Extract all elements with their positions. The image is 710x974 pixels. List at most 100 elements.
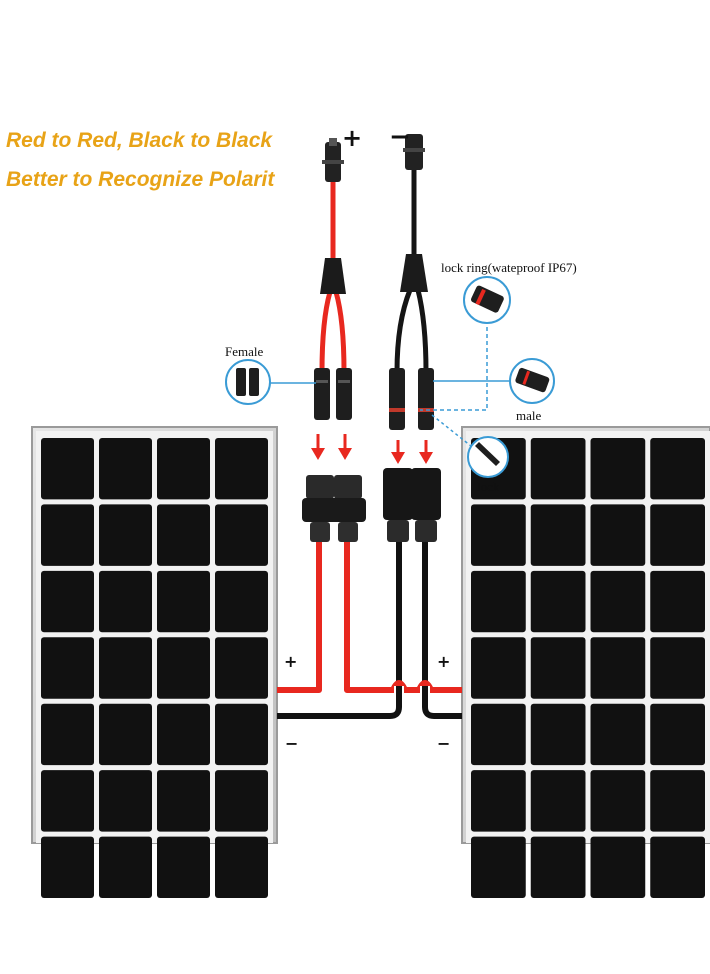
callout-lines [268,306,510,451]
left-panel-cells [41,438,268,898]
solar-cell [215,770,268,832]
headline-line-1: Red to Red, Black to Black [6,129,273,152]
lock-label: lock [477,479,500,494]
solar-cell [157,836,210,898]
female-label: Female [225,344,264,359]
solar-cell [99,770,152,832]
solar-cell [471,637,526,699]
arrow-down-icon [311,434,325,460]
solar-cell [530,703,586,766]
negative-y-junction [400,254,428,292]
solar-cell [530,637,586,699]
solar-cell [41,836,94,898]
solar-cell [590,770,646,832]
male-label: male [516,408,542,423]
panel-female-connectors [302,475,366,542]
positive-wire-left [277,540,322,693]
solar-cell [215,836,268,898]
positive-branch-right [333,291,347,373]
solar-cell [650,770,705,832]
solar-cell [215,637,268,699]
male-connector-1 [389,368,405,430]
lock-ring-label: lock ring(wateproof IP67) [441,260,577,275]
female-zoom-bubble [225,359,271,405]
left-panel-negative-sign: − [285,734,299,753]
solar-cell [215,703,268,766]
lock-zoom-bubble [467,436,509,478]
right-panel-negative-sign: − [437,734,451,753]
solar-cell [157,438,210,500]
lock-ring-zoom-bubble [463,276,511,324]
solar-cell [590,836,646,898]
solar-cell [590,438,646,500]
arrow-down-icon [338,434,352,460]
solar-cell [471,836,526,898]
solar-cell [215,570,268,633]
solar-cell [215,438,268,500]
y-branch-cables [319,168,429,373]
panel-wiring [277,540,462,719]
solar-cell [650,836,705,898]
solar-cell [41,637,94,699]
left-solar-panel [31,426,278,898]
solar-cell [215,504,268,566]
negative-terminal-sign: − [389,122,411,152]
solar-cell [471,703,526,766]
negative-branch-left [394,289,413,373]
solar-cell [650,637,705,699]
negative-top-connector [403,134,425,170]
solar-cell [157,504,210,566]
female-connector-1 [314,368,330,420]
solar-cell [650,703,705,766]
solar-cell [530,836,586,898]
arrow-down-icon [419,440,433,464]
solar-cell [590,570,646,633]
solar-cell [157,770,210,832]
solar-cell [157,637,210,699]
solar-cell [99,504,152,566]
headline-line-2: Better to Recognize Polarit [6,168,275,191]
solar-cell [590,637,646,699]
solar-cell [99,637,152,699]
solar-cell [650,570,705,633]
negative-branch-right [415,289,429,373]
solar-cell [41,438,94,500]
female-connector-2 [336,368,352,420]
left-panel-positive-sign: + [284,652,298,671]
negative-wire-left [277,540,402,719]
positive-terminal-sign: + [342,124,363,152]
solar-cell [157,703,210,766]
solar-cell [41,770,94,832]
solar-cell [590,504,646,566]
solar-cell [530,438,586,500]
solar-cell [41,570,94,633]
right-solar-panel [461,426,710,898]
solar-cell [99,570,152,633]
solar-cell [590,703,646,766]
solar-cell [99,703,152,766]
solar-cell [650,504,705,566]
positive-branch-left [319,291,333,373]
solar-cell [157,570,210,633]
positive-top-connector [322,138,344,182]
positive-y-junction [320,258,346,294]
solar-cell [471,504,526,566]
solar-cell [99,836,152,898]
arrow-down-icon [391,440,405,464]
solar-cell [41,504,94,566]
panel-male-connectors [383,468,441,542]
solar-cell [530,770,586,832]
solar-cell [471,770,526,832]
insert-arrows [311,434,433,464]
male-connector-2 [418,368,434,430]
solar-cell [471,570,526,633]
right-panel-positive-sign: + [437,652,451,671]
solar-cell [530,504,586,566]
right-panel-cells [471,438,705,898]
solar-cell [530,570,586,633]
male-zoom-bubble [509,358,555,404]
solar-cell [99,438,152,500]
solar-cell [650,438,705,500]
branch-connectors [314,368,434,430]
